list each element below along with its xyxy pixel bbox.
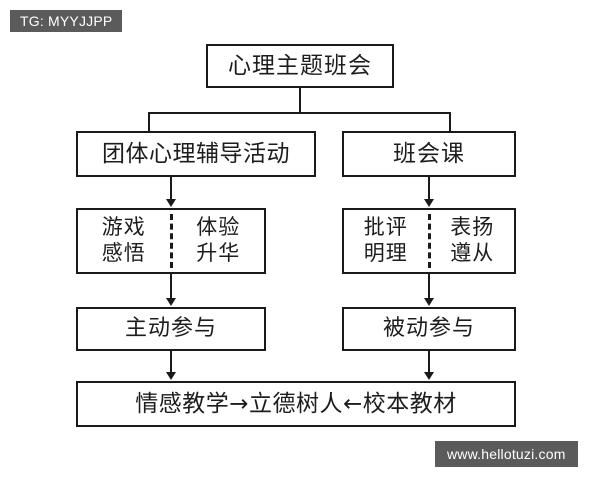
connector-class-to-split [428, 177, 430, 201]
arrowhead-group-to-split [166, 199, 176, 207]
connector-title-down [299, 88, 301, 114]
connector-title-to-group [148, 112, 150, 131]
connector-title-bus [148, 112, 451, 114]
arrowhead-class-to-split [424, 199, 434, 207]
node-class-split-right-line1: 表扬 [450, 215, 495, 240]
node-class-split: 批评 明理 表扬 遵从 [342, 208, 516, 274]
node-class-split-right-line2: 遵从 [450, 241, 495, 265]
node-group-activity: 团体心理辅导活动 [76, 131, 316, 177]
node-group-split-right: 体验 升华 [173, 210, 265, 272]
node-group-split-left: 游戏 感悟 [78, 210, 170, 272]
node-group-split-right-line2: 升华 [196, 241, 241, 265]
dashed-divider [169, 214, 173, 268]
node-class-split-left: 批评 明理 [344, 210, 428, 272]
node-class-meeting: 班会课 [342, 131, 516, 177]
node-active-participation: 主动参与 [76, 307, 266, 351]
arrowhead-active-to-bottom [166, 372, 176, 380]
connector-group-to-split [170, 177, 172, 201]
site-watermark-badge: www.hellotuzi.com [435, 441, 578, 467]
node-class-split-left-line2: 明理 [363, 241, 408, 265]
arrowhead-passive-to-bottom [424, 372, 434, 380]
connector-active-to-bottom [170, 351, 172, 373]
arrowhead-split-to-active [166, 298, 176, 306]
node-class-split-right: 表扬 遵从 [431, 210, 515, 272]
arrowhead-split-to-passive [424, 298, 434, 306]
connector-passive-to-bottom [428, 351, 430, 373]
tg-watermark-badge: TG: MYYJJPP [10, 10, 123, 32]
connector-split-to-active [170, 274, 172, 299]
node-group-split-left-line2: 感悟 [101, 241, 146, 265]
node-class-split-left-line1: 批评 [363, 215, 408, 240]
connector-split-to-passive [428, 274, 430, 299]
node-title: 心理主题班会 [206, 44, 394, 88]
node-group-split-left-line1: 游戏 [101, 215, 146, 240]
node-passive-participation: 被动参与 [342, 307, 516, 351]
node-group-split: 游戏 感悟 体验 升华 [76, 208, 266, 274]
connector-title-to-class [449, 112, 451, 131]
node-group-split-right-line1: 体验 [196, 215, 241, 240]
node-outcome: 情感教学→立德树人←校本教材 [76, 381, 516, 427]
dashed-divider [427, 214, 431, 268]
